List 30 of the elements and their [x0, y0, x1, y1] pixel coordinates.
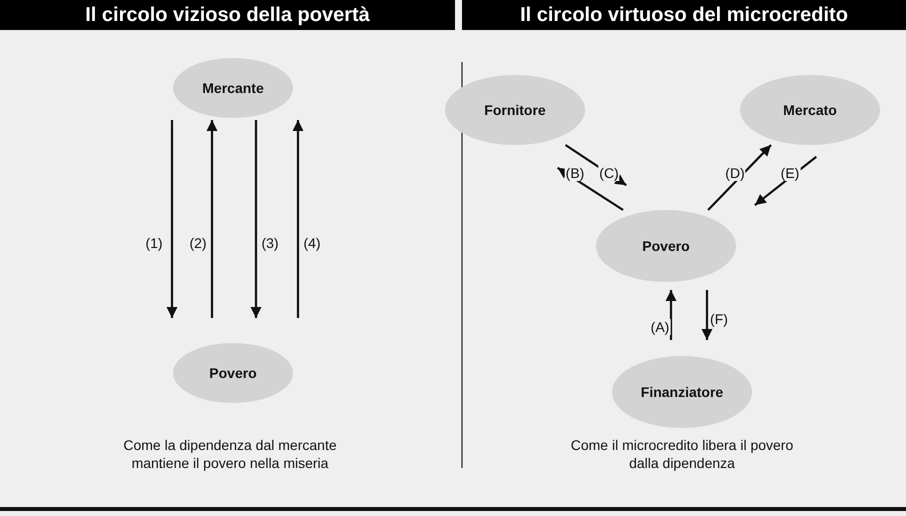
- arrow: [557, 166, 624, 211]
- arrow: [250, 120, 262, 318]
- edge-label: (D): [724, 165, 746, 181]
- node-label: Finanziatore: [640, 384, 724, 400]
- arrow: [666, 290, 676, 340]
- node-label: Mercato: [783, 102, 837, 118]
- caption: Come il microcredito libera il povero dalla dipendenza: [570, 436, 794, 472]
- caption: Come la dipendenza dal mercante mantiene il povero nella miseria: [122, 436, 338, 472]
- edge-label: (B): [564, 165, 586, 181]
- header-bar: Il circolo virtuoso del microcredito: [462, 0, 906, 30]
- edge-label: (1): [144, 235, 164, 251]
- node-label: Fornitore: [484, 102, 546, 118]
- arrow: [754, 156, 817, 206]
- edge-label: (C): [598, 165, 620, 181]
- arrow: [166, 120, 178, 318]
- edge-label: (A): [650, 319, 670, 335]
- edge-label: (4): [302, 235, 322, 251]
- arrow: [702, 290, 712, 340]
- edge-label: (F): [709, 311, 729, 327]
- edge-label: (E): [780, 165, 800, 181]
- arrow: [206, 120, 218, 318]
- edge-label: (3): [260, 235, 280, 251]
- node-label: Mercante: [202, 80, 264, 96]
- arrow: [564, 144, 627, 186]
- node-label: Povero: [642, 238, 690, 254]
- edge-label: (2): [188, 235, 208, 251]
- arrow: [292, 120, 304, 318]
- header-bar: Il circolo vizioso della povertà: [0, 0, 455, 30]
- node-label: Povero: [209, 365, 257, 381]
- arrow: [707, 144, 772, 211]
